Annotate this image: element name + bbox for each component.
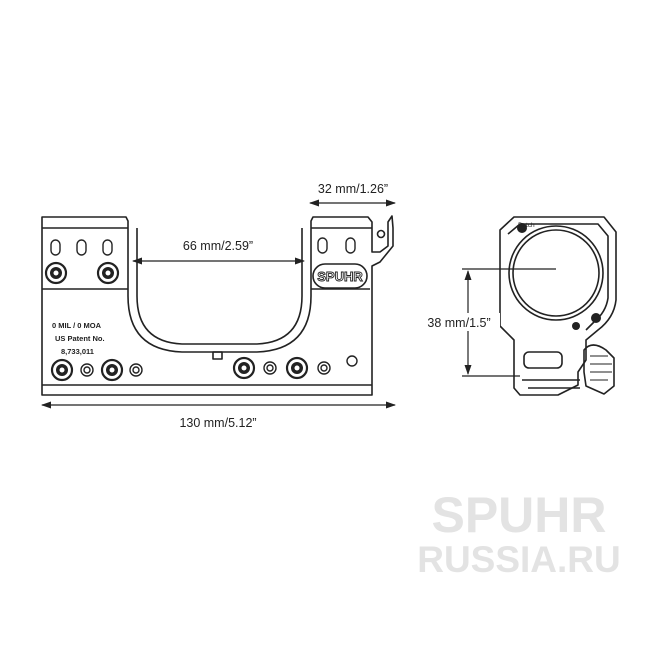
qd-lever-ribs (590, 355, 612, 381)
dim-32mm-label: 32 mm/1.26” (318, 182, 388, 196)
batch-label: Batch (518, 222, 535, 229)
mount-inner-curve (136, 228, 303, 345)
screw-head-icon (591, 313, 601, 323)
dimension-lines (41, 199, 396, 409)
hole-icon (80, 363, 94, 377)
screw-heads (44, 261, 309, 382)
mount-notch (212, 351, 223, 360)
hole-icon (102, 239, 113, 256)
dim-38mm-label: 38 mm/1.5” (427, 316, 490, 330)
end-view-screws (517, 223, 601, 330)
hole-icon (76, 239, 87, 256)
engraving-patent-number: 8,733,011 (61, 347, 94, 356)
small-holes (80, 355, 358, 377)
mount-body-outline (41, 215, 394, 396)
hole-icon (129, 363, 143, 377)
spuhr-logo-text: SPUHR (317, 269, 363, 284)
cap-screw-hole (376, 229, 386, 239)
mount-base-groove (42, 288, 372, 386)
ring-outline (499, 216, 617, 396)
engraving-zero: 0 MIL / 0 MOA (52, 321, 102, 330)
hole-icon (317, 237, 328, 254)
left-ring-holes (50, 237, 356, 256)
screw-head-icon (50, 358, 74, 382)
tube-circle (508, 225, 604, 321)
screw-head-icon (232, 356, 256, 380)
qd-lever (583, 344, 615, 395)
base-clamp (522, 379, 580, 389)
screw-head-icon (285, 356, 309, 380)
hole-icon (317, 361, 331, 375)
engraving-patent-label: US Patent No. (55, 334, 105, 343)
dim-38mm-label-bg (418, 313, 500, 331)
watermark-site: RUSSIA.RU (417, 539, 621, 580)
engraving: 0 MIL / 0 MOA US Patent No. 8,733,011 (52, 321, 105, 356)
end-view (499, 216, 617, 396)
watermark-brand: SPUHR (431, 487, 606, 543)
spuhr-logo: SPUHR (312, 263, 368, 289)
base-slot (523, 351, 563, 369)
side-view (41, 215, 394, 396)
hole-icon (346, 355, 358, 367)
screw-head-icon (44, 261, 68, 285)
dim-130mm-label: 130 mm/5.12” (179, 416, 256, 430)
screw-head-icon (517, 223, 527, 233)
screw-head-icon (572, 322, 580, 330)
hole-icon (50, 239, 61, 256)
dim-66mm-label: 66 mm/2.59” (183, 239, 253, 253)
screw-head-icon (100, 358, 124, 382)
hole-icon (263, 361, 277, 375)
tube-inner-circle (512, 229, 600, 317)
screw-head-icon (96, 261, 120, 285)
hole-icon (345, 237, 356, 254)
